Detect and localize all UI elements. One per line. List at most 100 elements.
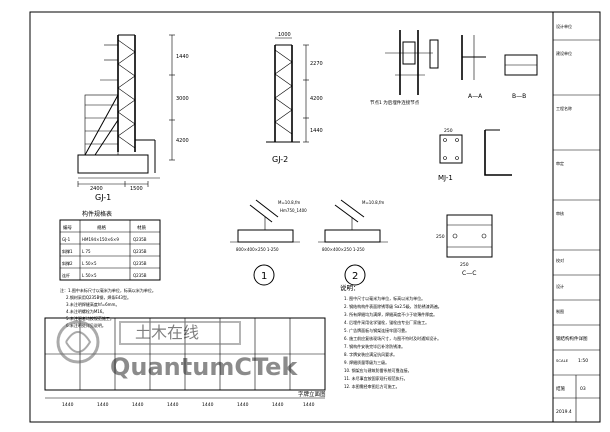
table-cell: Q235B — [133, 249, 147, 254]
instruction-item: 3. 所有焊缝均为满焊，焊缝高度不小于较薄件厚度。 — [344, 311, 437, 317]
table-header-3: 材质 — [137, 224, 146, 231]
table-cell: Q235B — [133, 237, 147, 242]
table-header-2: 规格 — [97, 224, 106, 231]
title-row-label: 工程名称 — [556, 105, 572, 111]
sheet-number: 03 — [580, 386, 586, 392]
gj2-view — [266, 37, 309, 143]
materials-table-title: 构件规格表 — [82, 210, 112, 218]
sheet-border — [29, 11, 601, 423]
instruction-item: 5. 广告牌面板与钢架连接牢固可靠。 — [344, 327, 409, 333]
front-dim: 1440 — [62, 402, 74, 408]
front-elevation-label: 字牌立面图 — [298, 390, 326, 398]
mj1-dim: 250 — [444, 128, 453, 134]
front-elevation — [44, 317, 326, 399]
table-cell: L 50×5 — [82, 273, 97, 278]
detail-1-note-3: 800×400×250 1-250 — [236, 247, 279, 252]
table-header-1: 编号 — [63, 224, 72, 231]
front-dim: 1440 — [202, 402, 214, 408]
front-dim: 1440 — [272, 402, 284, 408]
title-row-label: 设计单位 — [556, 23, 572, 29]
instruction-item: 12. 本图需经审图后方可施工。 — [344, 383, 400, 389]
drawing-title: 钢结构构件详图 — [556, 335, 588, 342]
detail-1-number: 1 — [261, 271, 267, 282]
detail-2-view — [318, 199, 388, 286]
left-note: 4.未注明螺栓为M16。 — [66, 308, 106, 314]
table-cell: HM194×150×6×9 — [82, 237, 119, 242]
table-cell: Q235B — [133, 273, 147, 278]
instruction-item: 7. 钢构件安装完毕后补涂防锈漆。 — [344, 343, 405, 349]
node-label: 节点1 为后埋件连接节点 — [370, 99, 420, 106]
gj1-dim-bottom-1: 2400 — [90, 186, 103, 192]
watermark-overlay-text: 土木在线 — [135, 323, 199, 342]
detail-1-view — [230, 199, 300, 286]
table-cell: 连杆 — [62, 272, 70, 278]
aa-label: A—A — [468, 93, 483, 100]
table-cell: L 75 — [82, 249, 91, 254]
table-cell: 斜撑2 — [62, 260, 73, 266]
left-note: 注：1.图中未标尺寸以毫米为单位，标高以米为单位。 — [60, 287, 156, 293]
table-cell: GJ-1 — [62, 237, 71, 242]
scale-value: 1:50 — [578, 358, 588, 364]
gj1-view — [77, 34, 175, 187]
front-dim: 1440 — [167, 402, 179, 408]
detail-2-number: 2 — [352, 271, 358, 282]
detail-1-note-2: Hm750_1400 — [280, 208, 307, 213]
title-row-label: 审定 — [556, 160, 564, 166]
front-dim: 1440 — [237, 402, 249, 408]
gj1-dim-bottom-2: 1500 — [130, 186, 143, 192]
title-row-label: 审核 — [556, 210, 564, 216]
gj2-dim-top: 1000 — [278, 32, 291, 38]
sheet-label: 结施 — [556, 385, 565, 392]
bb-label: B—B — [512, 93, 526, 100]
instruction-item: 10. 钢架应与建筑防雷系统可靠连接。 — [344, 367, 412, 373]
cc-label: C—C — [462, 270, 476, 277]
table-cell: L 50×5 — [82, 261, 97, 266]
instruction-item: 6. 施工前应复核现场尺寸，与图不符时及时通知设计。 — [344, 335, 441, 341]
left-note: 3.未注明焊缝高度hf=6mm。 — [66, 301, 119, 307]
section-bb — [504, 54, 538, 76]
title-row-label: 校对 — [556, 257, 564, 263]
instruction-item: 2. 钢结构构件表面除锈等级 Sa2.5级，涂防锈漆两遍。 — [344, 303, 442, 309]
instruction-item: 8. 字牌安装应满足抗风要求。 — [344, 351, 397, 357]
detail-2-note-2: 800×400×250 1-250 — [322, 247, 365, 252]
watermark-logo — [56, 320, 241, 364]
left-note: 2.钢材采用Q235B钢，焊条E43型。 — [66, 294, 131, 300]
materials-table — [59, 219, 161, 281]
node-detail — [385, 30, 439, 95]
gj2-label: GJ-2 — [272, 155, 288, 164]
instruction-item: 11. 未尽事宜按国家现行规范执行。 — [344, 375, 408, 381]
c-member — [484, 129, 512, 176]
title-row-label: 建设单位 — [556, 50, 572, 56]
mj1-label: MJ-1 — [438, 174, 453, 182]
gj2-dim-side-2: 4200 — [310, 96, 323, 102]
instruction-item: 1. 图中尺寸以毫米为单位，标高以米为单位。 — [344, 295, 425, 301]
instruction-item: 9. 焊缝质量等级为三级。 — [344, 359, 389, 365]
gj2-dim-side-1: 2270 — [310, 61, 323, 67]
front-dim: 1440 — [97, 402, 109, 408]
date: 2019.4 — [556, 409, 572, 415]
scale-label: SCALE — [556, 358, 569, 363]
table-cell: 斜撑1 — [62, 248, 73, 254]
front-dim: 1440 — [132, 402, 144, 408]
detail-2-note-1: M=10.8,fm — [362, 200, 384, 205]
mj1-view — [439, 134, 463, 164]
gj2-dim-side-3: 1440 — [310, 128, 323, 134]
table-cell: Q235B — [133, 261, 147, 266]
section-aa — [461, 35, 486, 80]
gj1-dim-right-3: 4200 — [176, 138, 189, 144]
title-block — [553, 39, 600, 422]
gj1-label: GJ-1 — [95, 193, 111, 202]
cc-dim-2: 250 — [436, 234, 445, 240]
instructions-title: 说明： — [340, 283, 360, 292]
gj1-dim-right-1: 1440 — [176, 54, 189, 60]
title-row-label: 制图 — [556, 308, 564, 314]
section-cc — [446, 214, 493, 258]
watermark-text: QuantumCTek — [110, 353, 298, 381]
title-row-label: 设计 — [556, 283, 564, 289]
detail-1-note-1: M=10.8,fm — [278, 200, 300, 205]
front-dim: 1440 — [303, 402, 315, 408]
gj1-dim-right-2: 3000 — [176, 96, 189, 102]
instruction-item: 4. 后埋件采用化学锚栓，锚栓由专业厂家施工。 — [344, 319, 429, 325]
cc-dim-1: 250 — [460, 262, 469, 268]
